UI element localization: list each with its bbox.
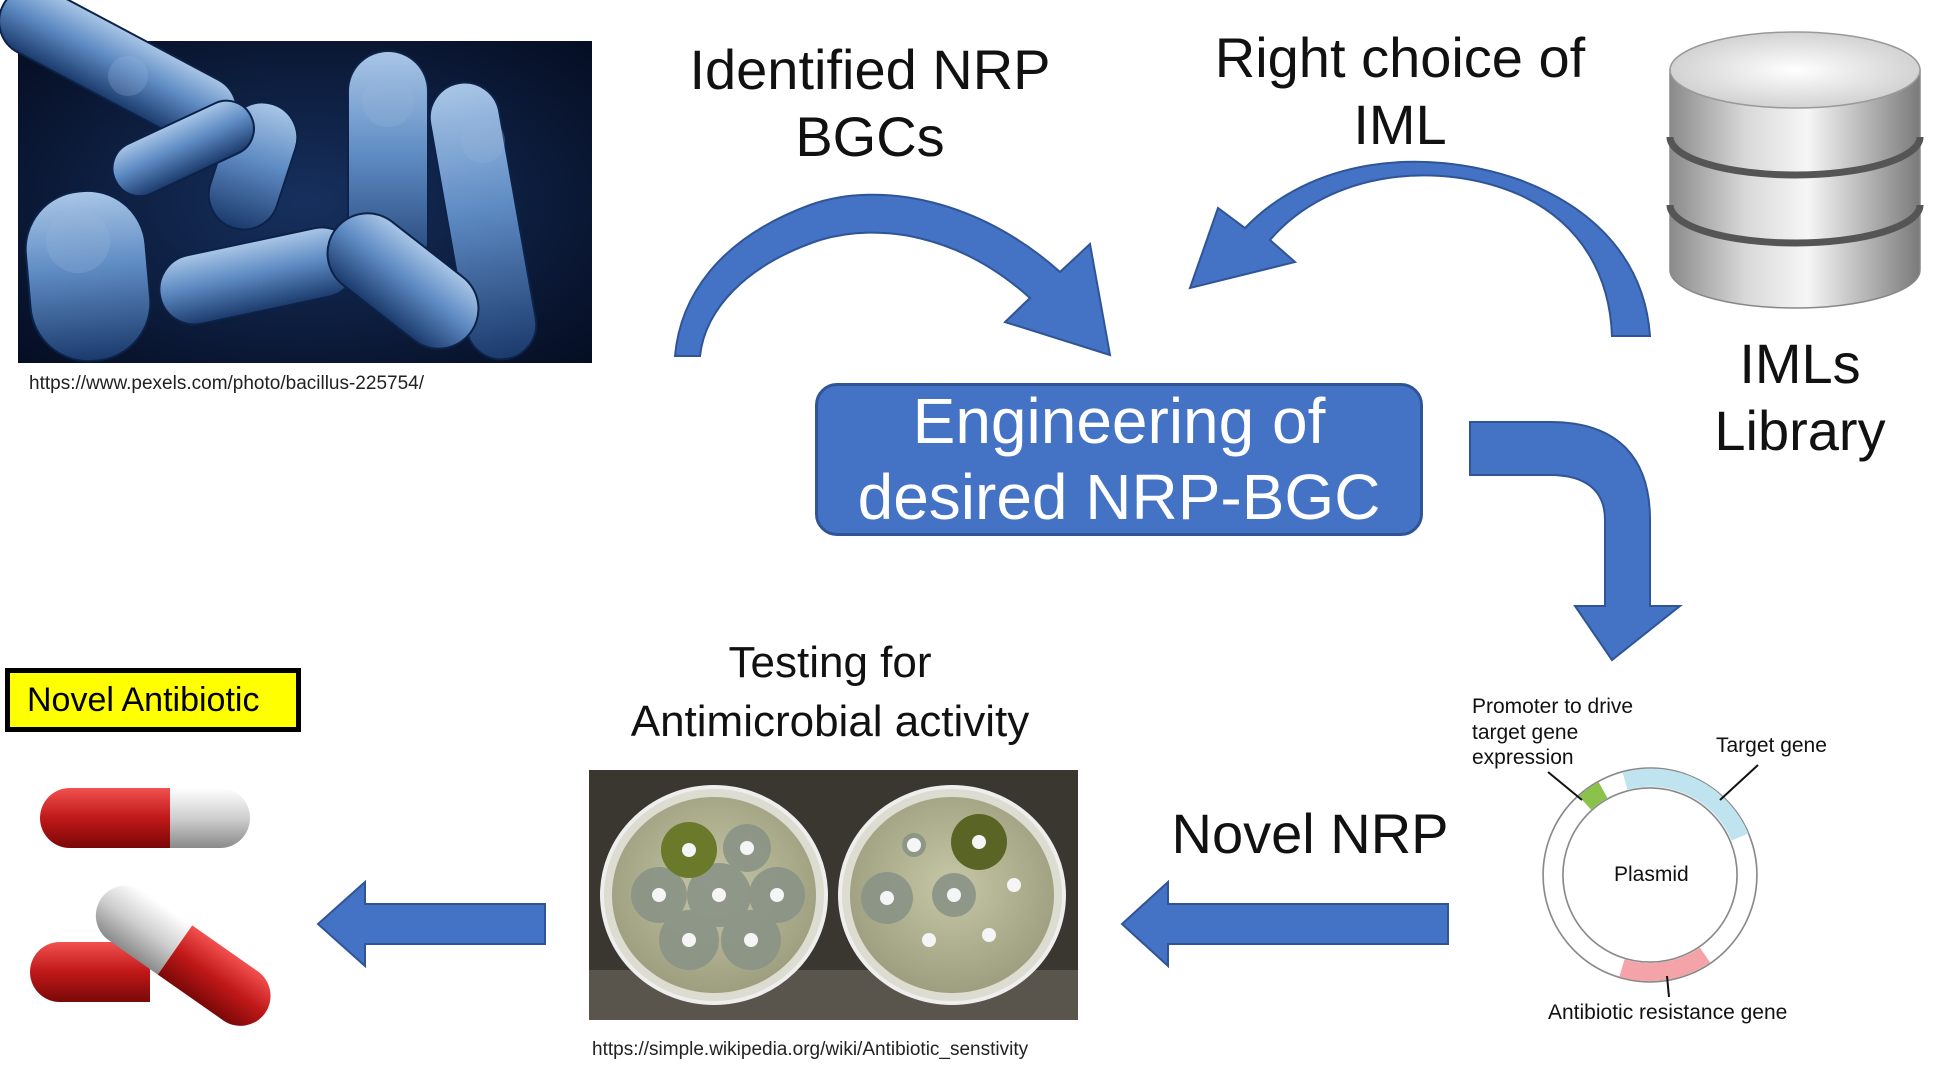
bacillus-source-url: https://www.pexels.com/photo/bacillus-22… <box>29 373 424 394</box>
imls-library-label: IMLs Library <box>1714 332 1886 463</box>
target-gene-label: Target gene <box>1716 734 1827 757</box>
plasmid-diagram <box>1542 767 1758 983</box>
testing-label: Testing for Antimicrobial activity <box>630 638 1030 747</box>
database-icon <box>1666 31 1924 309</box>
novel-nrp-label: Novel NRP <box>1171 802 1449 865</box>
right-choice-label: Right choice of IML <box>1214 26 1586 157</box>
petri-dish-image <box>589 770 1078 1020</box>
novel-antibiotic-label: Novel Antibiotic <box>5 668 301 732</box>
capsule-icon <box>30 788 271 1026</box>
plasmid-center-label: Plasmid <box>1614 863 1689 886</box>
antibiotic-source-url: https://simple.wikipedia.org/wiki/Antibi… <box>592 1039 1029 1060</box>
promoter-label: Promoter to drive target gene expression <box>1472 695 1634 770</box>
engineering-box: Engineering of desired NRP-BGC <box>815 383 1423 536</box>
bacteria-image <box>0 0 592 363</box>
identified-nrp-label: Identified NRP BGCs <box>689 38 1051 169</box>
resistance-gene-label: Antibiotic resistance gene <box>1548 1001 1788 1024</box>
